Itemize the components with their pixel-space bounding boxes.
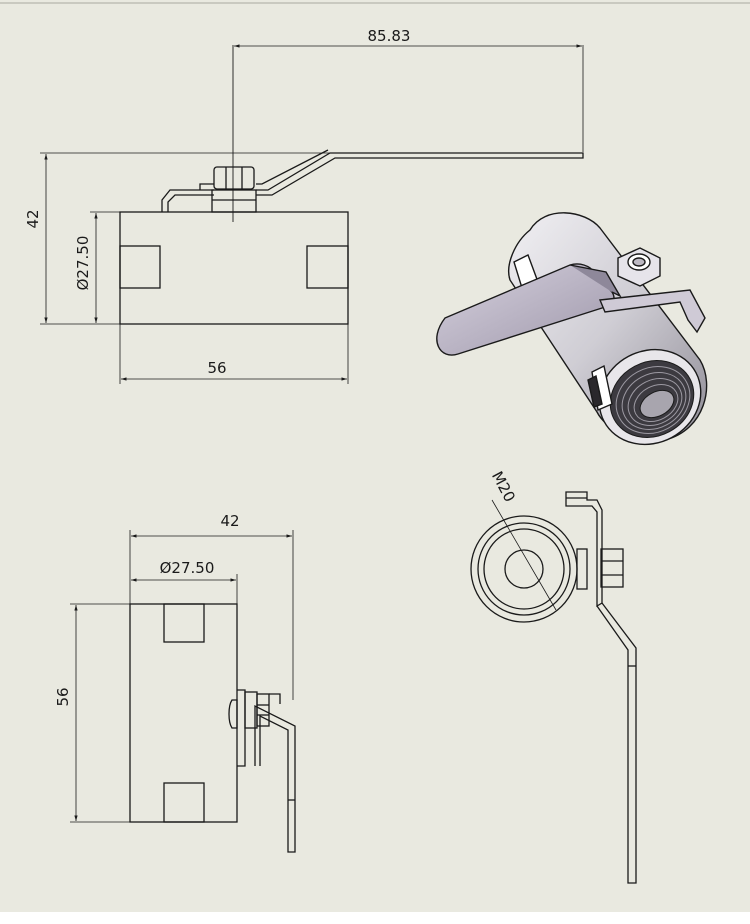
side-view-bottom-flat (163, 782, 205, 823)
top-view (119, 45, 584, 325)
end-view-hex-ring (483, 528, 565, 610)
side-view (129, 603, 296, 853)
top-view-stem (211, 189, 257, 213)
dim-label-height: 42 (24, 209, 42, 228)
dim-label-side-width: 42 (220, 512, 239, 530)
side-view-top-flat (163, 603, 205, 643)
dim-label-length: 56 (207, 359, 226, 377)
iso-nut (617, 247, 661, 287)
end-view-bore (504, 549, 544, 589)
dim-label-side-diameter: Ø27.50 (160, 559, 215, 577)
end-view-nut (600, 548, 624, 588)
top-view-handle (256, 152, 584, 196)
isometric-view (436, 212, 708, 446)
dim-label-diameter: Ø27.50 (74, 236, 92, 291)
end-view (470, 491, 637, 884)
iso-thread (609, 360, 695, 438)
top-view-nut (213, 166, 255, 190)
iso-stop-bracket (598, 289, 706, 334)
top-view-dimensions (40, 44, 584, 384)
top-view-left-flat (119, 245, 161, 289)
end-view-handle (596, 602, 637, 884)
side-view-dimensions (70, 530, 294, 823)
top-view-stop-bracket (161, 189, 214, 212)
dim-label-handle-length: 85.83 (368, 27, 411, 45)
side-view-handle (254, 704, 296, 853)
end-view-stem (576, 548, 588, 590)
end-view-thread-leader (491, 499, 557, 611)
top-view-right-flat (306, 245, 349, 289)
dim-label-side-length: 56 (54, 687, 72, 706)
